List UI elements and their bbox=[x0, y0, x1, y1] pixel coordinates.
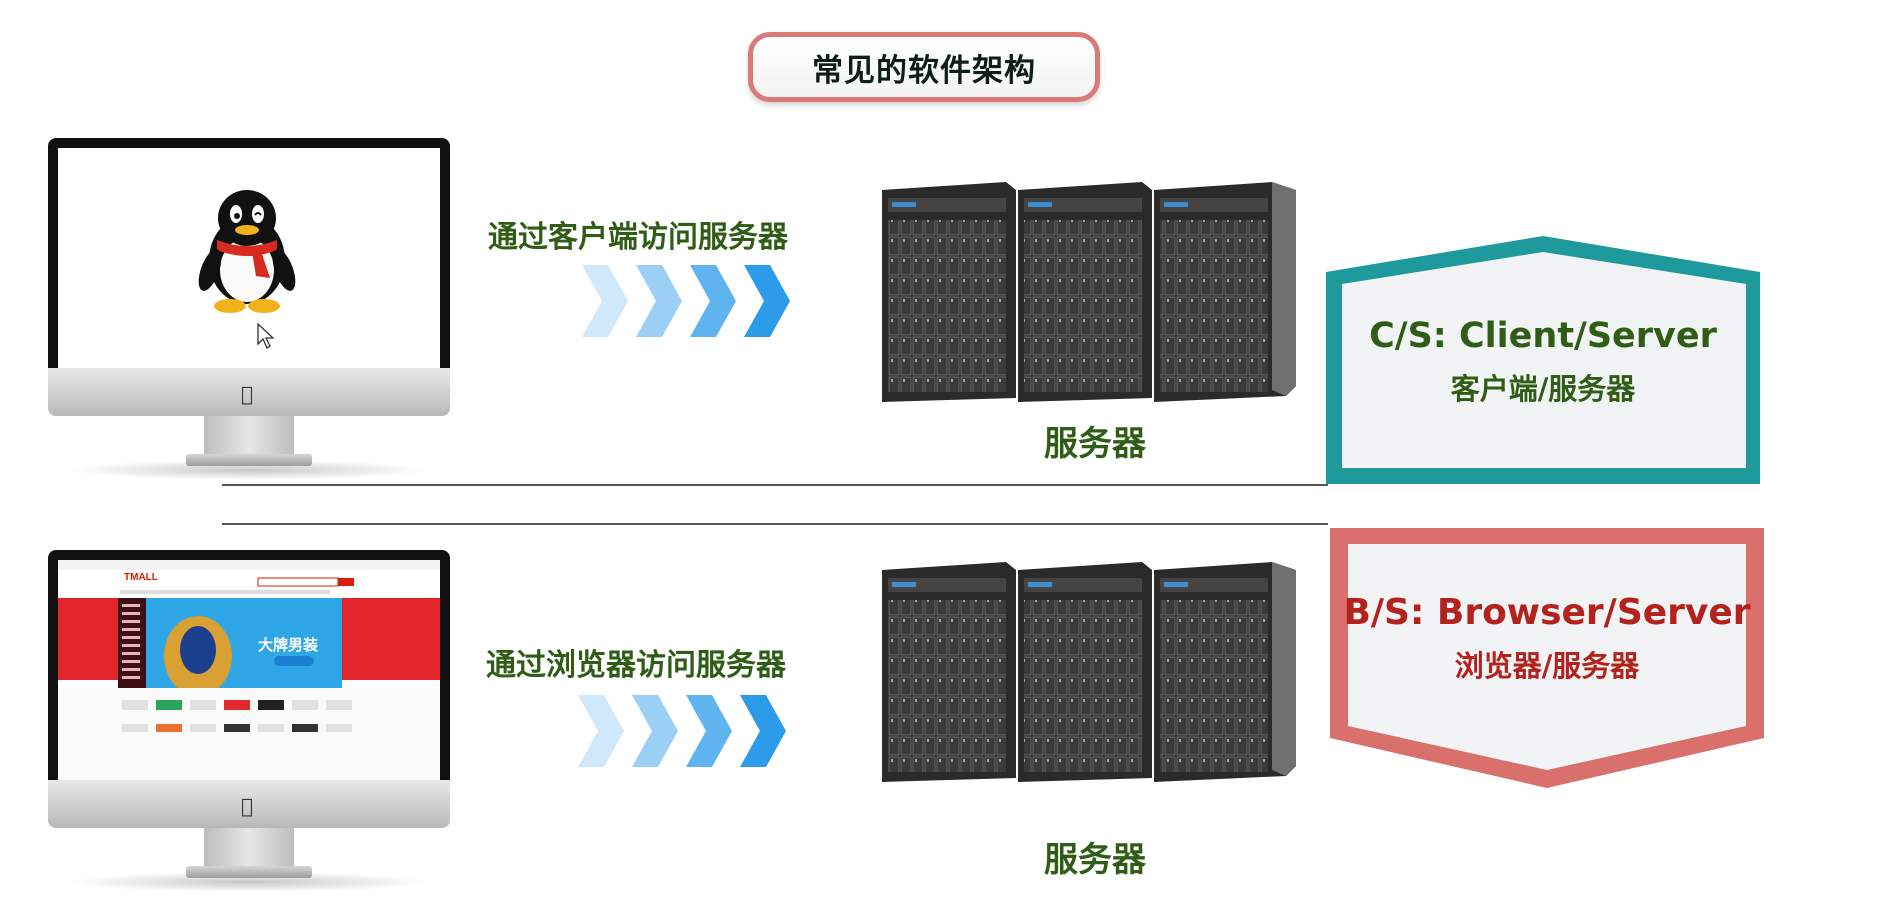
bs-shield-badge bbox=[1330, 528, 1764, 788]
chevron-right-icon bbox=[582, 265, 628, 337]
chevron-right-icon bbox=[578, 695, 624, 767]
tmall-webpage bbox=[58, 560, 440, 792]
client-monitor:  bbox=[48, 138, 450, 488]
chevron-right-icon bbox=[632, 695, 678, 767]
tmall-banner-text: 大牌男装 bbox=[258, 636, 319, 654]
server-rack-group bbox=[882, 182, 1296, 402]
bs-shield-subtitle: 浏览器/服务器 bbox=[1454, 649, 1640, 683]
apple-logo-icon:  bbox=[241, 794, 253, 818]
apple-logo-icon:  bbox=[241, 382, 253, 406]
bs-arrows bbox=[574, 689, 790, 773]
bs-shield-title: B/S: Browser/Server bbox=[1343, 592, 1751, 633]
server-unit bbox=[1018, 562, 1152, 782]
server-unit bbox=[882, 182, 1016, 402]
bs-shield-text: B/S: Browser/Server 浏览器/服务器 bbox=[1326, 592, 1768, 685]
cs-server-label: 服务器 bbox=[1044, 424, 1146, 464]
server-unit bbox=[1154, 562, 1296, 782]
client-screen bbox=[58, 148, 440, 380]
divider-top bbox=[222, 484, 1328, 486]
server-rack-group bbox=[882, 562, 1296, 782]
bs-arrow-label: 通过浏览器访问服务器 bbox=[486, 648, 786, 683]
cs-shield-title: C/S: Client/Server bbox=[1369, 316, 1717, 356]
chevron-right-icon bbox=[690, 265, 736, 337]
browser-screen: TMALL 大牌男装 bbox=[58, 560, 440, 792]
cs-shield-badge bbox=[1326, 236, 1760, 484]
server-unit bbox=[882, 562, 1016, 782]
chevron-right-icon bbox=[686, 695, 732, 767]
cs-arrows bbox=[578, 259, 794, 343]
server-unit bbox=[1018, 182, 1152, 402]
chevron-right-icon bbox=[740, 695, 786, 767]
cs-shield-text: C/S: Client/Server 客户端/服务器 bbox=[1318, 316, 1768, 408]
bs-server-label: 服务器 bbox=[1044, 840, 1146, 880]
penguin-icon bbox=[198, 190, 296, 349]
title-pill: 常见的软件架构 bbox=[748, 32, 1100, 102]
cs-arrow-label: 通过客户端访问服务器 bbox=[488, 220, 788, 255]
browser-monitor: TMALL 大牌男装  bbox=[48, 550, 450, 892]
divider-bottom bbox=[222, 523, 1328, 525]
page-title: 常见的软件架构 bbox=[812, 52, 1036, 89]
cs-shield-subtitle: 客户端/服务器 bbox=[1450, 372, 1636, 406]
tmall-logo: TMALL bbox=[124, 572, 158, 583]
server-unit bbox=[1154, 182, 1296, 402]
chevron-right-icon bbox=[636, 265, 682, 337]
chevron-right-icon bbox=[744, 265, 790, 337]
